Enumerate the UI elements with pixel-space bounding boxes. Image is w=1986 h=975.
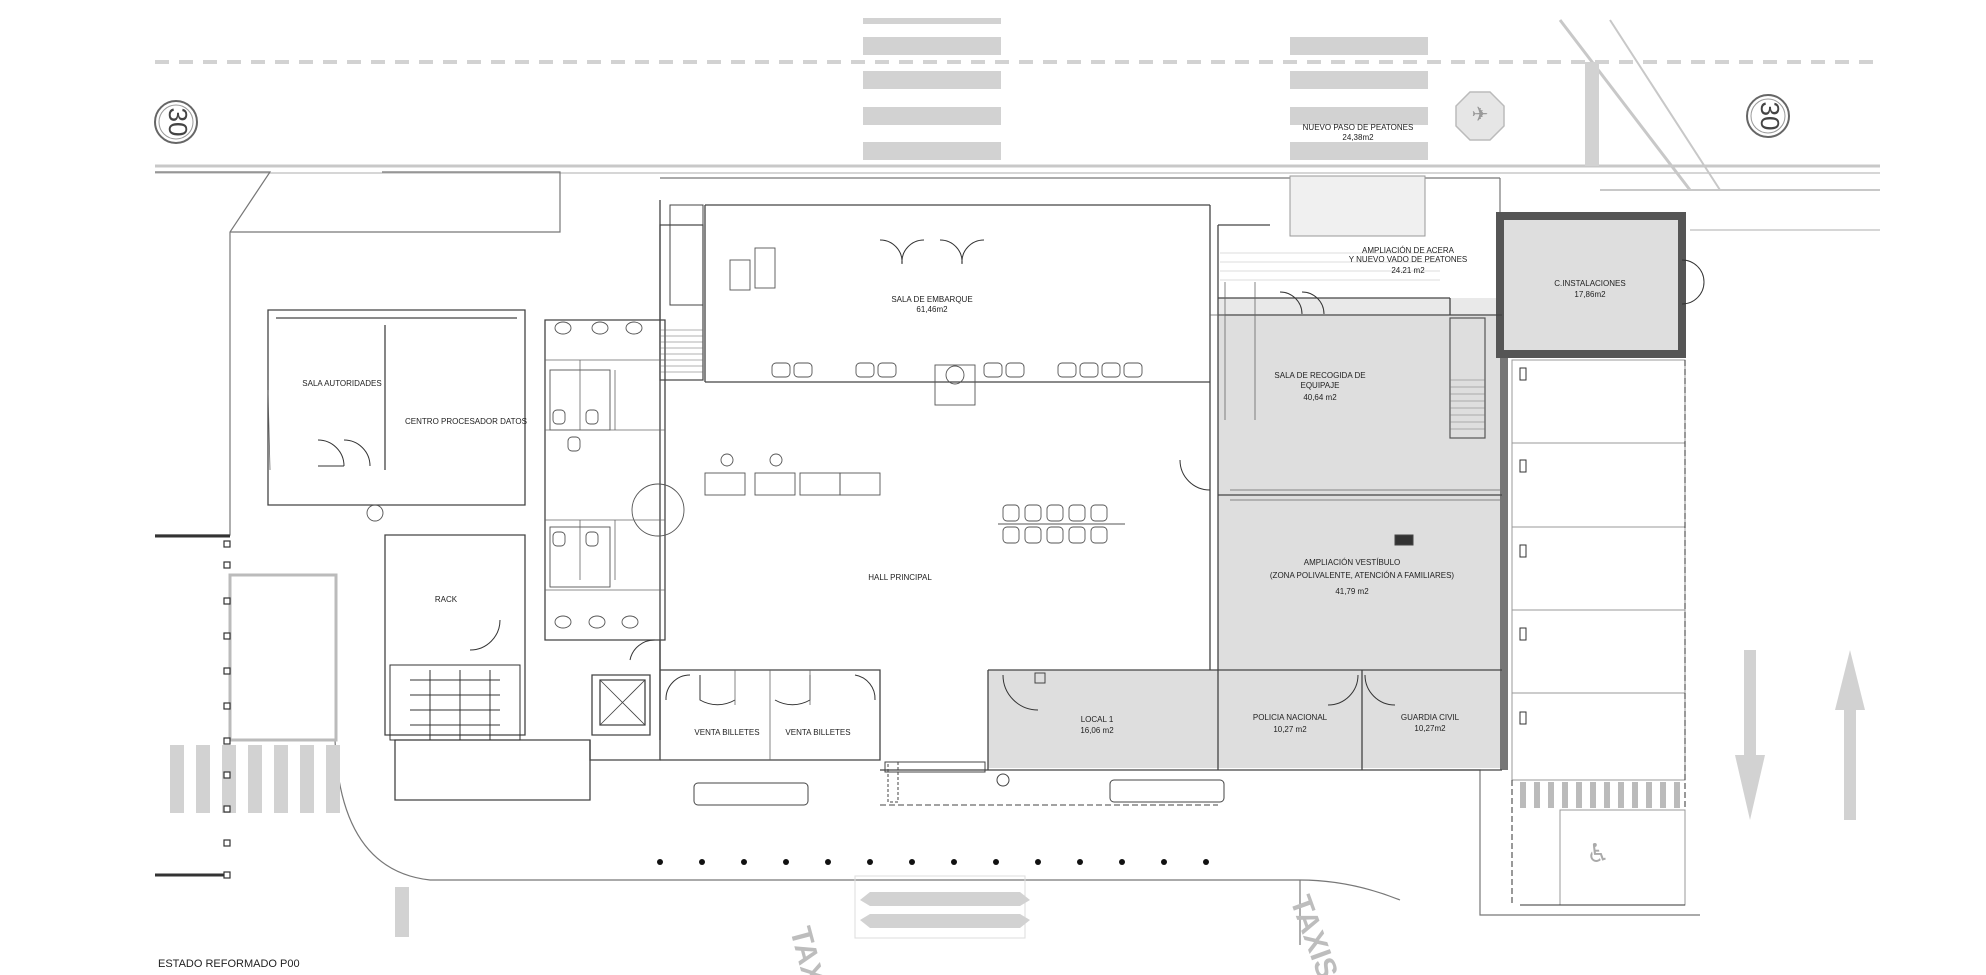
label-ampliacion-acera-1: AMPLIACIÓN DE ACERA	[1362, 246, 1455, 255]
area-ampliacion-vestibulo: 41,79 m2	[1335, 587, 1369, 596]
label-policia: POLICIA NACIONAL	[1253, 713, 1328, 722]
stairs-2	[1449, 317, 1486, 439]
label-rack: RACK	[435, 595, 458, 604]
label-sala-autoridades: SALA AUTORIDADES	[302, 379, 381, 388]
label-sala-recogida-2: EQUIPAJE	[1301, 381, 1340, 390]
counters	[693, 534, 1414, 806]
svg-text:✈: ✈	[1472, 102, 1489, 126]
label-local-1: LOCAL 1	[1081, 715, 1114, 724]
seats-hall	[704, 453, 1125, 544]
arrow-up-icon	[1835, 650, 1865, 820]
area-guardia: 10,27m2	[1414, 724, 1446, 733]
label-hall-principal: HALL PRINCIPAL	[868, 573, 932, 582]
label-ampliacion-vestibulo-1: AMPLIACIÓN VESTÍBULO	[1304, 558, 1400, 567]
stairs-3	[389, 664, 521, 741]
label-centro-procesador: CENTRO PROCESADOR DATOS	[405, 417, 527, 426]
zebra-crossing-4	[1520, 782, 1680, 808]
parking-box-left	[228, 573, 338, 742]
stairs-1	[659, 204, 704, 381]
area-ampliacion-acera: 24.21 m2	[1391, 266, 1425, 275]
c-instalaciones-wall	[1496, 212, 1686, 358]
label-guardia: GUARDIA CIVIL	[1401, 713, 1460, 722]
airport-sign-icon: ✈	[1455, 91, 1505, 141]
road-text-taxis-right: TAXIS	[1283, 891, 1343, 975]
partitions	[267, 282, 1500, 760]
label-sala-embarque: SALA DE EMBARQUE	[891, 295, 972, 304]
bollards-bottom	[657, 859, 1209, 865]
area-nuevo-paso: 24,38m2	[1342, 133, 1374, 142]
zebra-crossing-1	[863, 18, 1001, 160]
parking-right	[1511, 359, 1686, 906]
area-c-instalaciones: 17,86m2	[1574, 290, 1606, 299]
label-venta-billetes-1: VENTA BILLETES	[694, 728, 759, 737]
label-venta-billetes-2: VENTA BILLETES	[785, 728, 850, 737]
area-sala-recogida: 40,64 m2	[1303, 393, 1337, 402]
area-local-1: 16,06 m2	[1080, 726, 1114, 735]
speed-limit-text-right: 30	[1755, 102, 1785, 131]
extension-fill	[988, 218, 1682, 770]
svg-text:♿: ♿	[1586, 839, 1609, 869]
arrow-down-icon	[1735, 650, 1765, 820]
seats-embarque	[729, 247, 1143, 406]
speed-limit-sign-left: 30	[154, 100, 198, 144]
label-c-instalaciones: C.INSTALACIONES	[1554, 279, 1625, 288]
zebra-crossing-3	[170, 745, 340, 813]
label-sala-recogida-1: SALA DE RECOGIDA DE	[1274, 371, 1365, 380]
street-top	[155, 19, 1880, 231]
label-ampliacion-vestibulo-2: (ZONA POLIVALENTE, ATENCIÓN A FAMILIARES…	[1270, 571, 1455, 580]
bollards-left	[223, 540, 231, 879]
label-nuevo-paso: NUEVO PASO DE PEATONES	[1303, 123, 1414, 132]
street-bottom: TAXIS TAXIS	[395, 875, 1344, 975]
label-ampliacion-acera-2: Y NUEVO VADO DE PEATONES	[1349, 255, 1468, 264]
speed-limit-text-left: 30	[163, 108, 193, 137]
area-policia: 10,27 m2	[1273, 725, 1307, 734]
speed-limit-sign-right: 30	[1746, 94, 1790, 138]
zebra-crossing-2	[1290, 37, 1428, 160]
area-sala-embarque: 61,46m2	[916, 305, 948, 314]
drawing-caption: ESTADO REFORMADO P00	[158, 958, 300, 970]
road-text-taxis-left: TAXIS	[783, 923, 837, 975]
ramp-hatch	[1220, 175, 1440, 281]
toilets	[366, 321, 685, 629]
wheelchair-icon: ♿	[1586, 839, 1609, 869]
doors	[317, 239, 1705, 711]
